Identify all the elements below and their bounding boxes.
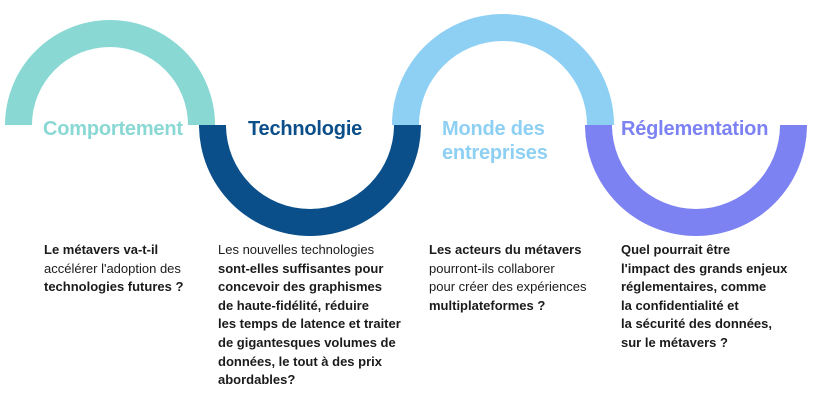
- desc-reglementation-line: sur le métavers ?: [621, 334, 728, 350]
- title-comportement: Comportement: [43, 117, 183, 141]
- desc-monde-line: pour créer des expériences: [429, 279, 587, 295]
- desc-reglementation-line: la sécurité des données,: [621, 316, 773, 332]
- desc-technologie-line: de haute-fidélité, réduire: [218, 297, 369, 313]
- desc-reglementation: Quel pourrait être l'impact des grands e…: [621, 241, 787, 353]
- desc-monde-line: Les acteurs du métavers: [429, 242, 582, 257]
- desc-technologie-line: abordables?: [218, 372, 296, 388]
- desc-comportement: Le métavers va-t-il accélérer l'adoption…: [44, 241, 183, 297]
- desc-technologie-line: les temps de latence et traiter: [218, 316, 401, 332]
- title-monde-des-entreprises: Monde des entreprises: [442, 117, 548, 165]
- arc-comportement: [5, 20, 215, 125]
- desc-technologie-line: Les nouvelles technologies: [218, 242, 375, 257]
- desc-reglementation-line: la confidentialité et: [621, 297, 739, 313]
- desc-reglementation-line: l'impact des grands enjeux: [621, 260, 788, 276]
- title-reglementation: Réglementation: [621, 117, 768, 141]
- arc-monde: [392, 14, 614, 125]
- desc-technologie-line: sont-elles suffisantes pour: [218, 260, 384, 276]
- desc-reglementation-line: réglementaires, comme: [621, 279, 767, 295]
- title-reglementation-line-1: Réglementation: [621, 118, 769, 140]
- desc-comportement-line: Le métavers va-t-il: [44, 242, 159, 257]
- arc-technologie: [199, 125, 421, 236]
- desc-monde-line: multiplateformes ?: [429, 297, 546, 313]
- desc-technologie-line: de gigantesques volumes de: [218, 334, 396, 350]
- title-monde-line-2: entreprises: [442, 142, 548, 164]
- desc-monde-line: pourront-ils collaborer: [429, 260, 555, 276]
- title-monde-line-1: Monde des: [442, 118, 545, 140]
- title-comportement-line-1: Comportement: [43, 118, 183, 140]
- desc-technologie-line: concevoir des graphismes: [218, 279, 383, 295]
- title-technologie-line-1: Technologie: [248, 118, 363, 140]
- desc-comportement-line: accélérer l'adoption des: [44, 260, 181, 276]
- arc-reglementation: [585, 125, 807, 236]
- desc-comportement-line: technologies futures ?: [44, 279, 184, 295]
- desc-reglementation-line: Quel pourrait être: [621, 242, 731, 257]
- desc-technologie: Les nouvelles technologies sont-elles su…: [218, 241, 401, 390]
- desc-monde-des-entreprises: Les acteurs du métavers pourront-ils col…: [429, 241, 587, 315]
- title-technologie: Technologie: [248, 117, 362, 141]
- desc-technologie-line: données, le tout à des prix: [218, 353, 382, 369]
